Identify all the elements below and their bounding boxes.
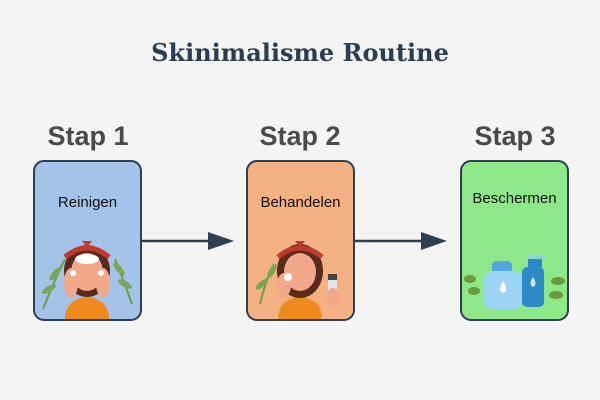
step-1-card: Reinigen <box>33 160 142 321</box>
step-2-card: Behandelen <box>246 160 355 321</box>
face-treatment-illustration-icon <box>255 241 340 319</box>
step-1-label: Reinigen <box>57 194 118 211</box>
step-2-heading: Stap 2 <box>259 121 341 151</box>
arrow-step-1-to-2 <box>142 232 234 250</box>
diagram-title: Skinimalisme Routine <box>151 38 449 67</box>
arrow-step-2-to-3 <box>355 232 447 250</box>
step-1-heading: Stap 1 <box>47 121 129 151</box>
step-3-heading: Stap 3 <box>474 121 556 151</box>
face-washing-illustration-icon <box>41 241 133 319</box>
skincare-bottles-illustration-icon <box>464 255 565 309</box>
step-2-label: Behandelen <box>260 194 341 211</box>
step-3-card: Beschermen <box>460 160 569 321</box>
step-3-label: Beschermen <box>472 190 557 207</box>
